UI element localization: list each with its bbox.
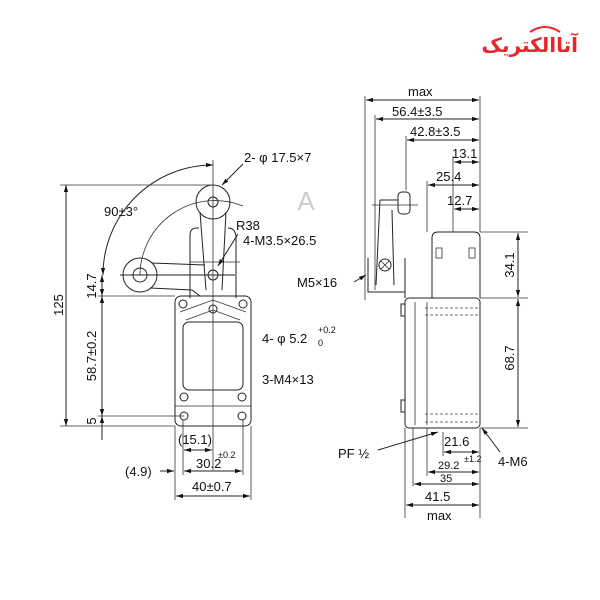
label-58-7: 58.7±0.2 <box>84 331 99 382</box>
brand-logo: آتاالکتریک <box>482 32 580 57</box>
label-42-8: 42.8±3.5 <box>410 124 461 139</box>
label-13-1: 13.1 <box>452 146 477 161</box>
watermark-logo: A <box>297 186 315 216</box>
label-35: 35 <box>440 473 452 485</box>
label-56-4: 56.4±3.5 <box>392 104 443 119</box>
label-40: 40±0.7 <box>192 479 232 494</box>
label-max-bottom: max <box>427 508 452 523</box>
label-30-2: 30.2 <box>196 456 221 471</box>
label-30-2-tol: ±0.2 <box>218 450 235 460</box>
label-15-1: (15.1) <box>178 432 212 447</box>
label-screw-spec: 4-M3.5×26.5 <box>243 233 316 248</box>
label-r38: R38 <box>236 218 260 233</box>
label-29-2-tol: ±1.2 <box>464 454 481 464</box>
label-12-7: 12.7 <box>447 193 472 208</box>
hole-tol-upper: +0.2 <box>318 325 336 335</box>
label-5: 5 <box>84 417 99 424</box>
label-roller-spec: 2- φ 17.5×7 <box>244 150 311 165</box>
label-14-7: 14.7 <box>84 273 99 298</box>
label-angle: 90±3° <box>104 204 138 219</box>
label-21-6: 21.6 <box>444 434 469 449</box>
switch-body <box>174 295 252 427</box>
side-view: max 56.4±3.5 42.8±3.5 13.1 25.4 12.7 34.… <box>297 84 528 523</box>
side-body <box>404 297 481 429</box>
label-max-top: max <box>408 84 433 99</box>
front-view: 125 14.7 58.7±0.2 5 2- φ 17.5×7 90±3° R3… <box>51 150 336 500</box>
label-68-7: 68.7 <box>502 345 517 370</box>
logo-swoosh-icon <box>529 26 561 33</box>
label-pf: PF ½ <box>338 446 369 461</box>
label-41-5: 41.5 <box>425 489 450 504</box>
label-29-2: 29.2 <box>438 460 459 472</box>
label-mount-spec: 3-M4×13 <box>262 372 314 387</box>
angle-arc <box>100 162 214 276</box>
label-m5: M5×16 <box>297 275 337 290</box>
hole-tol-lower: 0 <box>318 338 323 348</box>
label-125: 125 <box>51 294 66 316</box>
label-hole-spec: 4- φ 5.2 <box>262 331 307 346</box>
side-roller <box>397 191 411 215</box>
label-25-4: 25.4 <box>436 169 461 184</box>
label-34-1: 34.1 <box>502 252 517 277</box>
label-4-9: (4.9) <box>125 464 152 479</box>
label-4-m6: 4-M6 <box>498 454 528 469</box>
